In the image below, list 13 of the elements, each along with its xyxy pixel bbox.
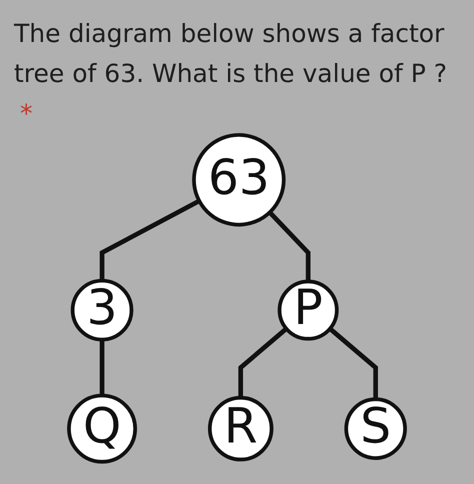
connector: [328, 326, 378, 400]
required-marker: *: [20, 99, 32, 128]
node-circle: 63: [192, 133, 286, 227]
node-circle: Q: [67, 394, 138, 464]
node-circle: S: [344, 397, 407, 460]
question-text: The diagram below shows a factor tree of 63. What is the value of P ?: [14, 19, 448, 88]
connector: [100, 198, 200, 281]
node-circle: 3: [70, 278, 134, 342]
node-circle: R: [208, 396, 274, 462]
node-circle: P: [278, 280, 339, 341]
connector: [100, 340, 104, 396]
connector: [268, 210, 310, 282]
connector: [238, 326, 288, 398]
